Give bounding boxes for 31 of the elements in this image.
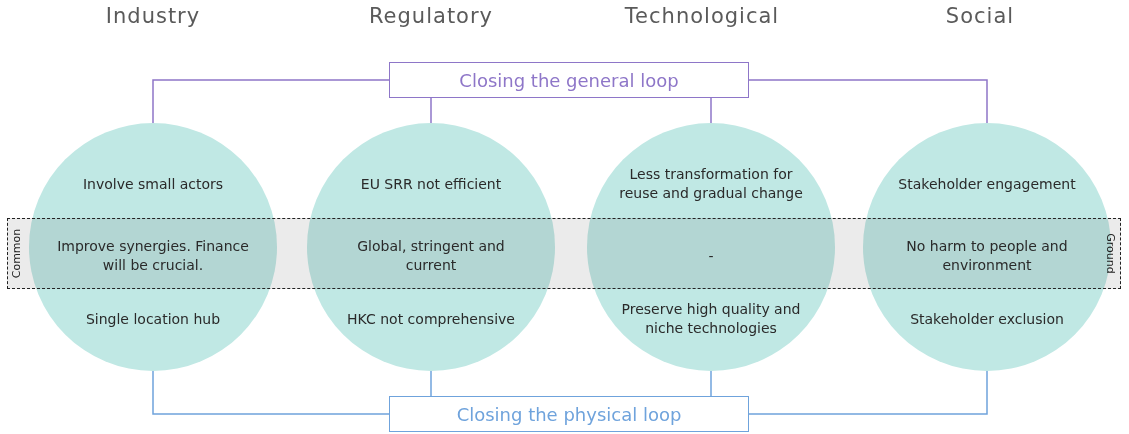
band-label: Ground [1103, 232, 1117, 274]
column-heading: Social [945, 4, 1015, 28]
connector-line [710, 370, 712, 397]
point-text: Stakeholder engagement [897, 174, 1077, 194]
connector-line [710, 97, 712, 124]
point-text: Single location hub [84, 309, 222, 329]
connector-line [152, 370, 390, 415]
connector-line [748, 79, 988, 124]
column-heading: Regulatory [368, 4, 494, 28]
point-text: Involve small actors [81, 174, 225, 194]
point-text: Global, stringent and current [356, 237, 506, 275]
point-text: Less transformation for reuse and gradual change [618, 165, 804, 203]
column-heading: Industry [105, 4, 201, 28]
point-text: Stakeholder exclusion [909, 309, 1065, 329]
point-text: No harm to people and environment [905, 237, 1069, 275]
common-ground-band [7, 218, 1121, 289]
point-text: Preserve high quality and niche technologies [620, 300, 802, 338]
loop-title: Closing the general loop [459, 69, 679, 91]
point-text: - [707, 246, 715, 266]
point-text: Improve synergies. Finance will be crucial. [56, 237, 250, 275]
band-label: Common [10, 228, 24, 278]
point-text: HKC not comprehensive [346, 309, 516, 329]
connector-line [430, 370, 432, 397]
loop-box [389, 62, 749, 98]
loop-title: Closing the physical loop [456, 403, 682, 425]
connector-line [152, 79, 390, 124]
loop-box [389, 396, 749, 432]
point-text: EU SRR not efficient [359, 174, 503, 194]
connector-line [430, 97, 432, 124]
connector-line [748, 370, 988, 415]
column-heading: Technological [624, 4, 780, 28]
